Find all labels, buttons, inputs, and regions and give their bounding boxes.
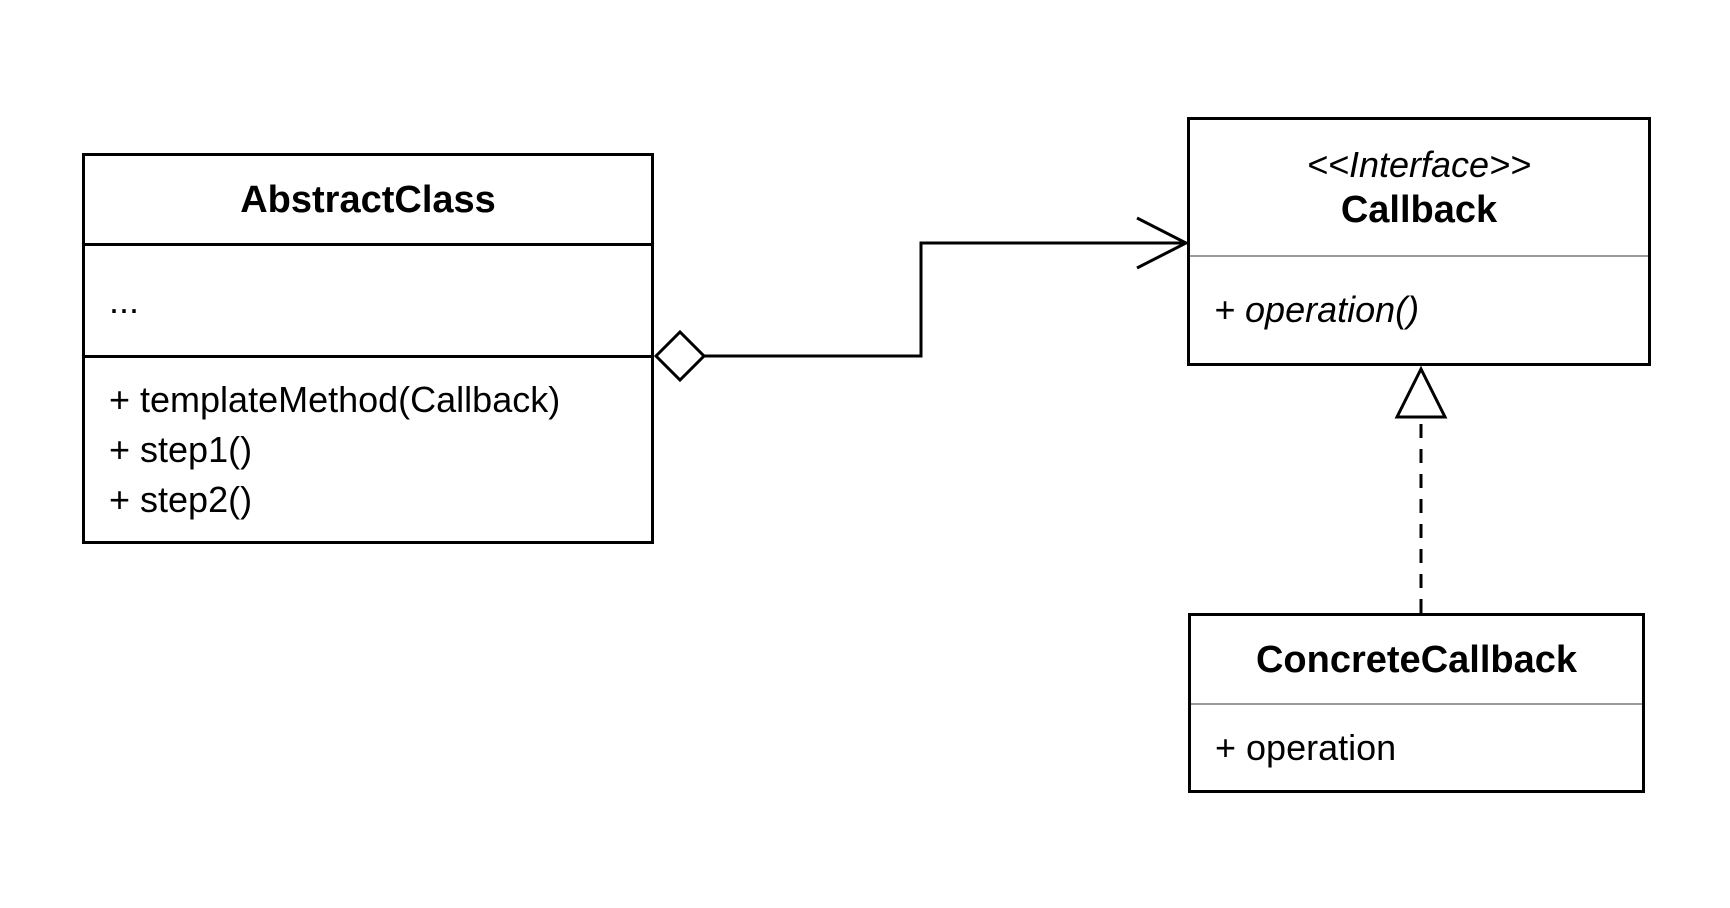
open-arrowhead-icon [1136, 216, 1190, 270]
method-item: + step1() [109, 428, 253, 470]
class-box-callback: <<Interface>> Callback + operation() [1187, 117, 1651, 366]
hollow-diamond-icon [653, 329, 707, 383]
methods-compartment: + operation [1191, 703, 1642, 790]
attribute-item: ... [109, 279, 140, 321]
method-item: + templateMethod(Callback) [109, 378, 561, 420]
class-name: AbstractClass [240, 178, 496, 221]
realization-connector [1394, 365, 1448, 613]
class-name: Callback [1340, 188, 1498, 231]
hollow-triangle-icon [1394, 365, 1448, 419]
class-title-compartment: ConcreteCallback [1191, 616, 1642, 703]
method-item: + operation() [1214, 289, 1420, 330]
class-name: ConcreteCallback [1255, 638, 1577, 681]
class-box-abstractclass: AbstractClass ... + templateMethod(Callb… [82, 153, 654, 544]
aggregation-line [704, 241, 1185, 358]
class-title-compartment: <<Interface>> Callback [1190, 120, 1648, 255]
attributes-compartment: ... [85, 243, 651, 355]
methods-compartment: + templateMethod(Callback) + step1() + s… [85, 355, 651, 541]
methods-compartment: + operation() [1190, 255, 1648, 363]
stereotype-label: <<Interface>> [1306, 143, 1532, 185]
class-box-concretecallback: ConcreteCallback + operation [1188, 613, 1645, 793]
aggregation-connector [653, 216, 1190, 383]
class-title-compartment: AbstractClass [85, 156, 651, 243]
method-item: + step2() [109, 478, 253, 520]
method-item: + operation [1215, 726, 1397, 768]
